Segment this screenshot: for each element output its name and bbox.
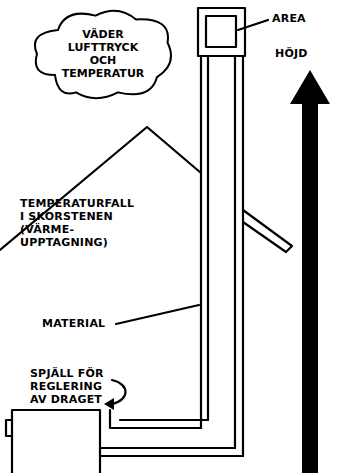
stove — [12, 410, 100, 473]
damper-label: SPJÄLL FÖR REGLERING AV DRAGET — [30, 367, 118, 406]
roof-line — [0, 127, 201, 250]
flue-pipe — [100, 455, 243, 457]
flue-area — [206, 16, 236, 47]
chimney-wall — [207, 56, 209, 420]
height-label: HÖJD — [275, 47, 325, 60]
damper-arrow — [112, 380, 126, 404]
roof-eave — [243, 210, 292, 252]
temperature-drop-label: TEMPERATURFALL I SKORSTENEN (VÄRME- UPPT… — [20, 197, 138, 249]
chimney-top — [198, 8, 245, 56]
chimney-wall — [200, 56, 202, 428]
area-label: AREA — [272, 12, 332, 25]
flue-pipe — [100, 447, 235, 449]
leader-line — [238, 20, 268, 30]
leader-line — [116, 305, 199, 324]
height-arrow — [290, 70, 330, 473]
material-label: MATERIAL — [42, 317, 122, 330]
stove-door — [6, 420, 12, 436]
chimney-wall — [242, 56, 244, 456]
weather-cloud: VÄDER LUFTTRYCK OCH TEMPERATUR — [28, 6, 178, 102]
arrow-head — [104, 398, 114, 410]
flue-pipe — [120, 419, 208, 421]
cloud-text: VÄDER LUFTTRYCK OCH TEMPERATUR — [58, 28, 148, 80]
chimney-wall — [234, 56, 236, 448]
